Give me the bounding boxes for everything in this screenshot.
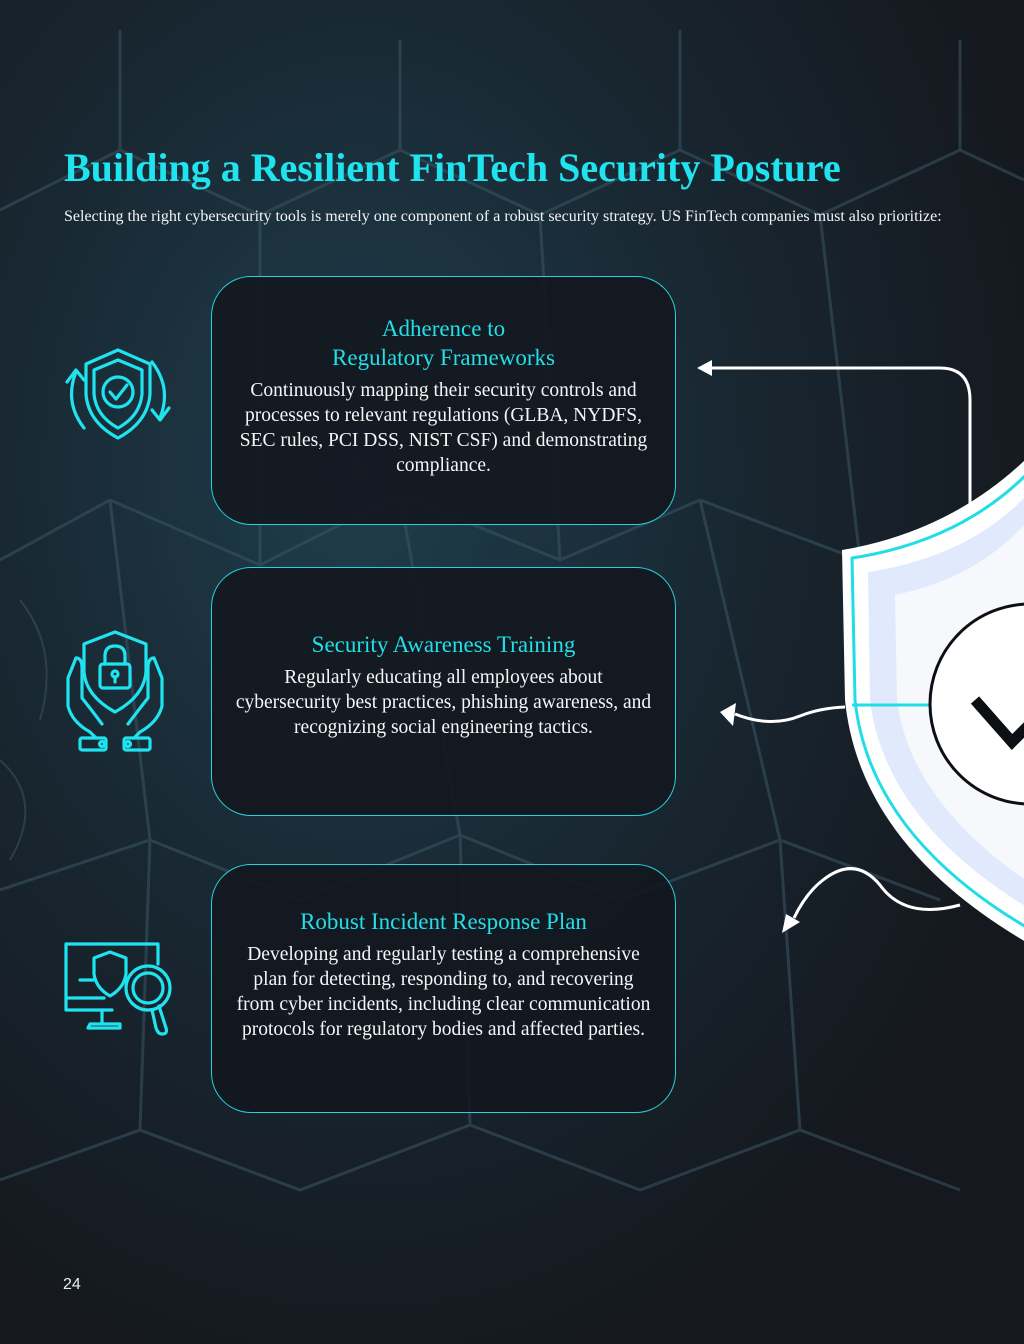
- page-number: 24: [63, 1276, 81, 1293]
- card-body: Developing and regularly testing a compr…: [236, 944, 651, 1040]
- card-heading: Robust Incident Response Plan: [300, 909, 587, 934]
- card-regulatory-frameworks: Adherence to Regulatory Frameworks Conti…: [211, 276, 676, 525]
- page-title: Building a Resilient FinTech Security Po…: [64, 145, 841, 190]
- hands-shield-lock-icon: [66, 630, 164, 752]
- monitor-shield-magnifier-icon: [64, 942, 172, 1036]
- shield-check-cycle-icon: [65, 348, 171, 440]
- card-incident-response-plan: Robust Incident Response Plan Developing…: [211, 864, 676, 1113]
- card-body: Regularly educating all employees about …: [235, 667, 652, 738]
- card-security-awareness-training: Security Awareness Training Regularly ed…: [211, 567, 676, 816]
- intro-paragraph: Selecting the right cybersecurity tools …: [64, 208, 942, 225]
- card-body: Continuously mapping their security cont…: [239, 380, 648, 476]
- card-heading: Security Awareness Training: [311, 632, 576, 657]
- card-heading: Adherence to Regulatory Frameworks: [332, 316, 555, 370]
